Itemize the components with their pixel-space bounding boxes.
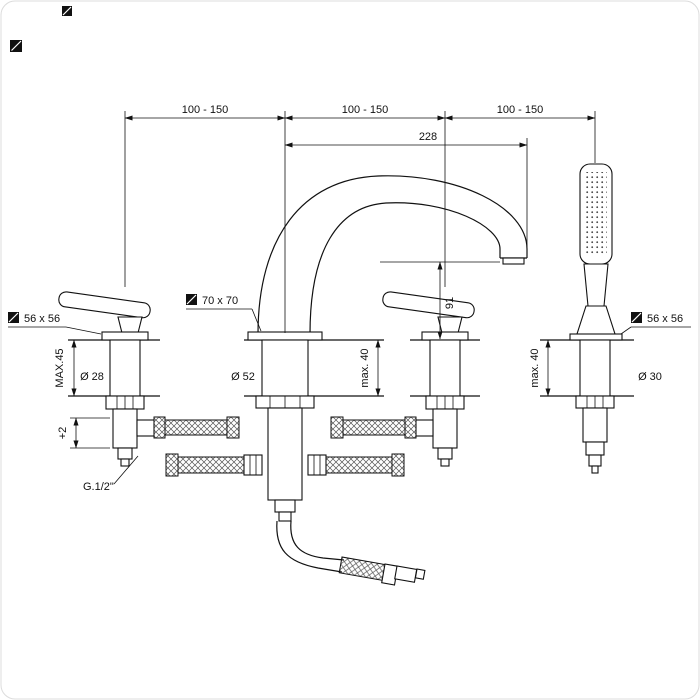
label-right-escutcheon: 56 x 56 xyxy=(647,313,683,325)
dimension-height-adjustment: +2 xyxy=(57,417,110,449)
spout-inner-curve xyxy=(309,202,501,335)
label-handshower-diameter: Ø 30 xyxy=(638,371,662,383)
deck-section-lines xyxy=(68,339,634,397)
spout-escutcheon xyxy=(247,331,323,341)
hand-shower-handle xyxy=(583,263,609,307)
left-handle-lever xyxy=(58,291,151,319)
dimension-center-max-deck: max. 40 xyxy=(359,339,381,397)
spray-face-texture xyxy=(585,172,607,256)
right-handle xyxy=(330,291,475,467)
left-handle-body xyxy=(109,339,141,397)
right-supply-hose xyxy=(342,419,406,436)
dim-label-spacing-center: 100 - 150 xyxy=(342,104,388,116)
spout-outer-curve xyxy=(257,175,528,335)
bottom-fitting xyxy=(274,499,296,513)
hose-fitting xyxy=(391,453,405,477)
hand-shower-escutcheon xyxy=(569,333,623,341)
right-handle-body xyxy=(429,339,461,397)
right-handle-valve-body xyxy=(432,408,458,449)
dim-label-spacing-left: 100 - 150 xyxy=(182,104,228,116)
right-escutcheon-callout: 56 x 56 xyxy=(620,312,691,335)
dim-label-left-max-deck: MAX.45 xyxy=(54,348,66,387)
left-handle-thread-stub xyxy=(117,447,133,460)
dim-label-spout-reach: 228 xyxy=(419,131,437,143)
right-handle-escutcheon xyxy=(421,331,469,341)
left-handle-escutcheon xyxy=(101,331,149,341)
dim-label-right-max-deck: max. 40 xyxy=(529,348,541,387)
spout-assembly xyxy=(165,175,528,522)
spout-base-body xyxy=(261,339,309,397)
hand-shower-valve-body xyxy=(582,407,608,443)
spout-aerator xyxy=(502,257,525,265)
dimension-right-max-deck: max. 40 xyxy=(529,339,551,397)
center-escutcheon-callout: 70 x 70 xyxy=(186,294,262,332)
label-spout-diameter: Ø 52 xyxy=(231,371,255,383)
hose-fitting xyxy=(330,416,344,439)
dimension-spout-height: 91 xyxy=(380,261,500,340)
left-handle xyxy=(58,291,240,467)
left-escutcheon-callout: 56 x 56 xyxy=(8,312,102,335)
dimension-top-chain: 100 - 150 100 - 150 100 - 150 xyxy=(124,104,596,333)
dimension-left-max-deck: MAX.45 xyxy=(54,339,77,397)
spout-valve-body xyxy=(267,407,303,501)
right-handle-elbow xyxy=(415,419,434,437)
right-port-fitting xyxy=(307,454,327,476)
left-handle-valve-body xyxy=(112,408,138,449)
right-handle-thread-stub xyxy=(437,447,453,460)
label-center-escutcheon: 70 x 70 xyxy=(202,295,238,307)
hose-fitting xyxy=(165,453,179,477)
left-supply-hose xyxy=(164,419,228,436)
left-connection-hose xyxy=(177,456,245,474)
hand-shower xyxy=(569,163,623,474)
dim-label-spacing-right: 100 - 150 xyxy=(497,104,543,116)
hand-shower-fitting xyxy=(585,441,605,456)
hose-end-connector xyxy=(394,565,418,583)
right-handle-stem xyxy=(437,316,463,334)
dimension-spout-reach: 228 xyxy=(284,131,528,249)
hose-fitting xyxy=(153,416,166,439)
label-thread-size: G.1/2" xyxy=(83,481,114,493)
left-handle-stem xyxy=(117,316,143,334)
right-connection-hose xyxy=(325,456,393,474)
dim-label-height-adjustment: +2 xyxy=(57,427,69,440)
registration-marks xyxy=(10,6,72,52)
hose-fitting xyxy=(226,416,240,439)
hose-fitting xyxy=(404,416,417,439)
label-left-escutcheon: 56 x 56 xyxy=(24,313,60,325)
left-handle-elbow xyxy=(136,419,155,437)
thread-size-callout: G.1/2" xyxy=(83,455,139,493)
label-left-handle-diameter: Ø 28 xyxy=(80,371,104,383)
braided-hose-section xyxy=(338,556,386,581)
dim-label-center-max-deck: max. 40 xyxy=(359,348,371,387)
hand-shower-body xyxy=(579,339,611,397)
flexible-hose xyxy=(276,520,426,586)
dim-label-spout-height: 91 xyxy=(444,297,456,309)
right-handle-lever xyxy=(382,291,475,319)
left-port-fitting xyxy=(243,454,263,476)
hand-shower-holder xyxy=(576,305,616,335)
